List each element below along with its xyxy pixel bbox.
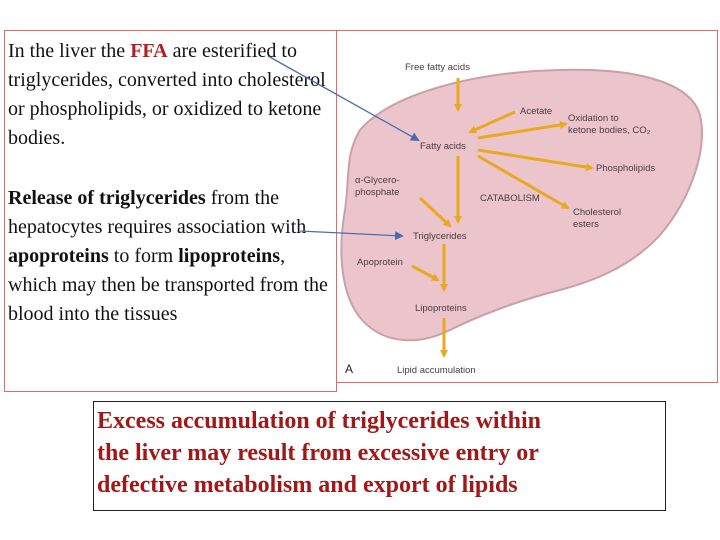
conclusion-text: Excess accumulation of triglycerides wit…	[97, 405, 541, 501]
apoprotein-arrow	[411, 264, 440, 282]
conclusion-line-1: Excess accumulation of triglycerides wit…	[97, 408, 541, 434]
release-paragraph: Release of triglycerides from the hepato…	[8, 184, 338, 329]
cholesterol-esters-label-line1: Cholesterol	[573, 207, 621, 218]
acetate-to-fatty-acids-arrow	[468, 110, 516, 134]
glycerophosphate-label-line1: α-Glycero-	[355, 175, 400, 186]
fatty-acids-to-phospholipids-arrow	[477, 148, 594, 172]
panel-letter: A	[345, 362, 353, 376]
apoprotein-label: Apoprotein	[357, 257, 403, 268]
free-fatty-acids-label: Free fatty acids	[405, 62, 470, 73]
cholesterol-esters-label-line2: esters	[573, 219, 599, 230]
lipoproteins-label: Lipoproteins	[415, 303, 467, 314]
acetate-label: Acetate	[520, 106, 552, 117]
release-text-1: from the hepatocytes requires	[8, 187, 280, 238]
conclusion-line-3: defective metabolism and export of lipid…	[97, 472, 518, 498]
conclusion-box: Excess accumulation of triglycerides wit…	[93, 401, 666, 511]
ffa-highlight: FFA	[130, 40, 168, 62]
release-text-2: association with	[171, 216, 307, 238]
ffa-text-rest: are esterified to triglycerides, convert…	[8, 40, 326, 149]
release-highlight: Release of triglycerides	[8, 187, 206, 209]
conclusion-line-2: the liver may result from excessive entr…	[97, 440, 539, 466]
fatty-acids-label: Fatty acids	[420, 141, 466, 152]
ffa-connector-line	[267, 55, 420, 141]
description-panel: In the liver the FFA are esterified to t…	[4, 30, 337, 392]
apoproteins-highlight: apoproteins	[8, 245, 109, 267]
ffa-text-intro: In the liver the	[8, 40, 131, 62]
glycerophosphate-arrow	[418, 196, 452, 228]
phospholipids-label: Phospholipids	[596, 163, 655, 174]
triglycerides-label: Triglycerides	[413, 231, 467, 242]
lipoproteins-highlight: lipoproteins	[178, 245, 281, 267]
fatty-acids-to-oxidation-arrow	[477, 120, 568, 140]
catabolism-label: CATABOLISM	[480, 193, 540, 204]
release-text-3: to form	[108, 245, 179, 267]
lipid-accumulation-label: Lipid accumulation	[397, 365, 476, 376]
ffa-paragraph: In the liver the FFA are esterified to t…	[8, 37, 338, 153]
oxidation-label-line1: Oxidation to	[568, 113, 619, 124]
fatty-acids-to-cholesterol-arrow	[477, 154, 570, 210]
triglycerides-connector-line	[299, 230, 404, 241]
oxidation-label-line2: ketone bodies, CO₂	[568, 125, 651, 136]
liver-shape	[340, 68, 703, 342]
release-text-4: , which may then be transported from the…	[8, 245, 328, 325]
glycerophosphate-label-line2: phosphate	[355, 187, 399, 198]
